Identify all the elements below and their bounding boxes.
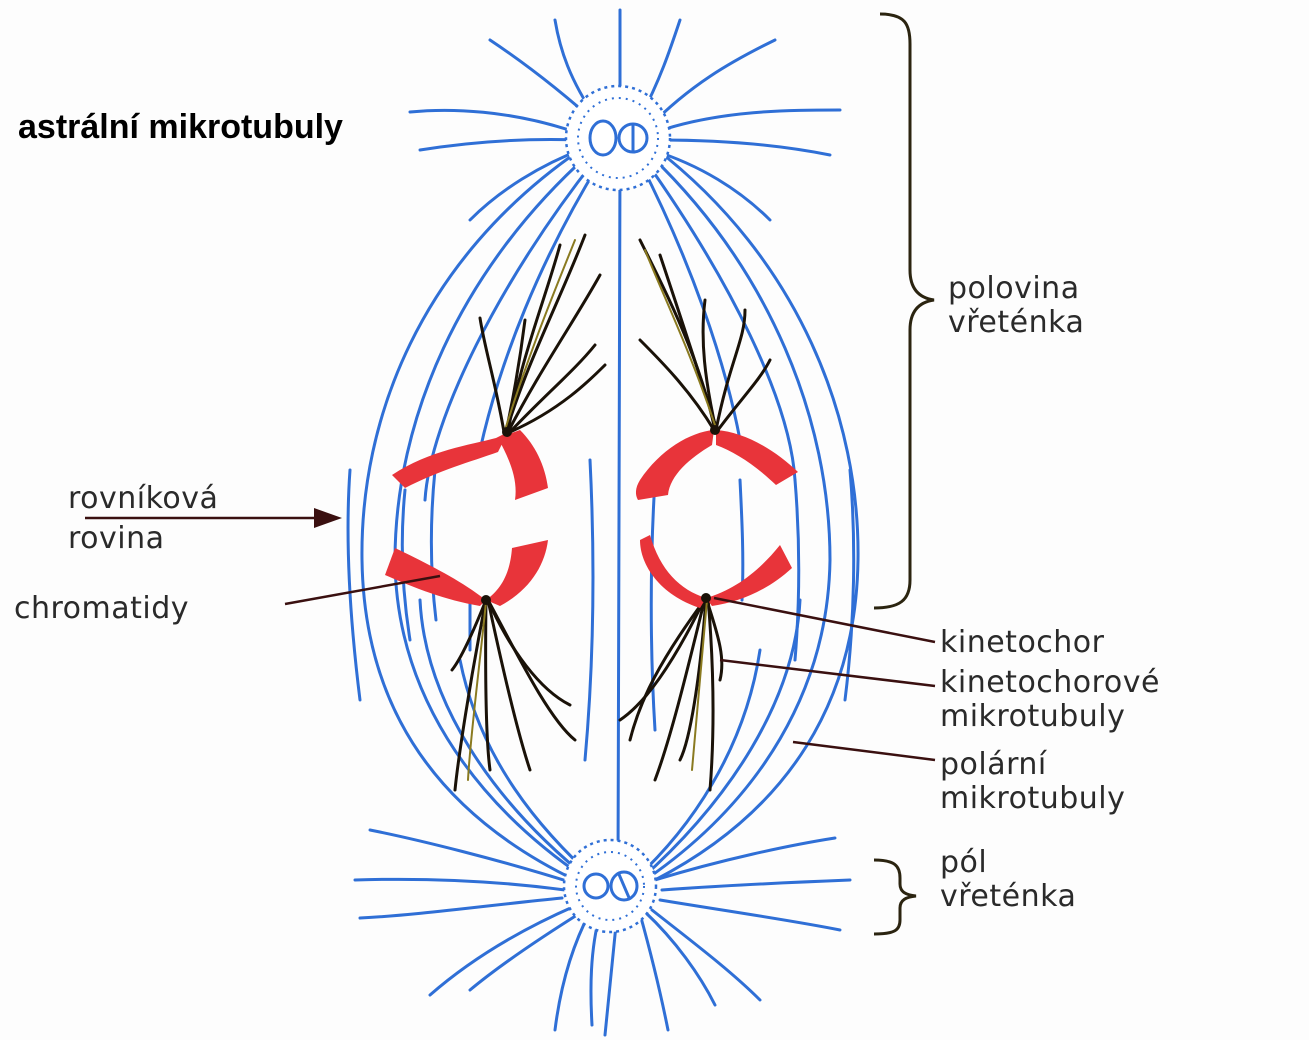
spindle-pole-label-line1: pól	[940, 845, 987, 880]
half-spindle-label-line1: polovina	[948, 271, 1080, 306]
kinetochore-label: kinetochor	[940, 625, 1105, 660]
polar-mt-label-line1: polární	[940, 747, 1048, 782]
spindle-pole-label-line2: vřeténka	[940, 879, 1076, 914]
half-spindle-label-line2: vřeténka	[948, 305, 1084, 340]
equatorial-plane-label-line1: rovníková	[68, 481, 218, 516]
spindle-pole-top	[566, 86, 670, 190]
chromatids-label: chromatidy	[14, 591, 189, 626]
kinetochore-mt-label-line2: mikrotubuly	[940, 699, 1125, 734]
astral-microtubules-title: astrální mikrotubuly	[18, 108, 343, 146]
spindle-pole-bottom	[564, 840, 656, 932]
polar-mt-label-line2: mikrotubuly	[940, 781, 1125, 816]
equatorial-plane-label-line2: rovina	[68, 521, 165, 556]
kinetochore-mt-label-line1: kinetochorové	[940, 665, 1160, 700]
